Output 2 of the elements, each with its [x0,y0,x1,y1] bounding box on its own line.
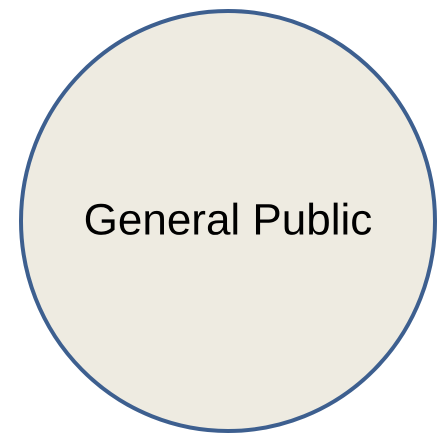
circle-node [19,9,437,433]
node-label: General Public [82,194,374,247]
